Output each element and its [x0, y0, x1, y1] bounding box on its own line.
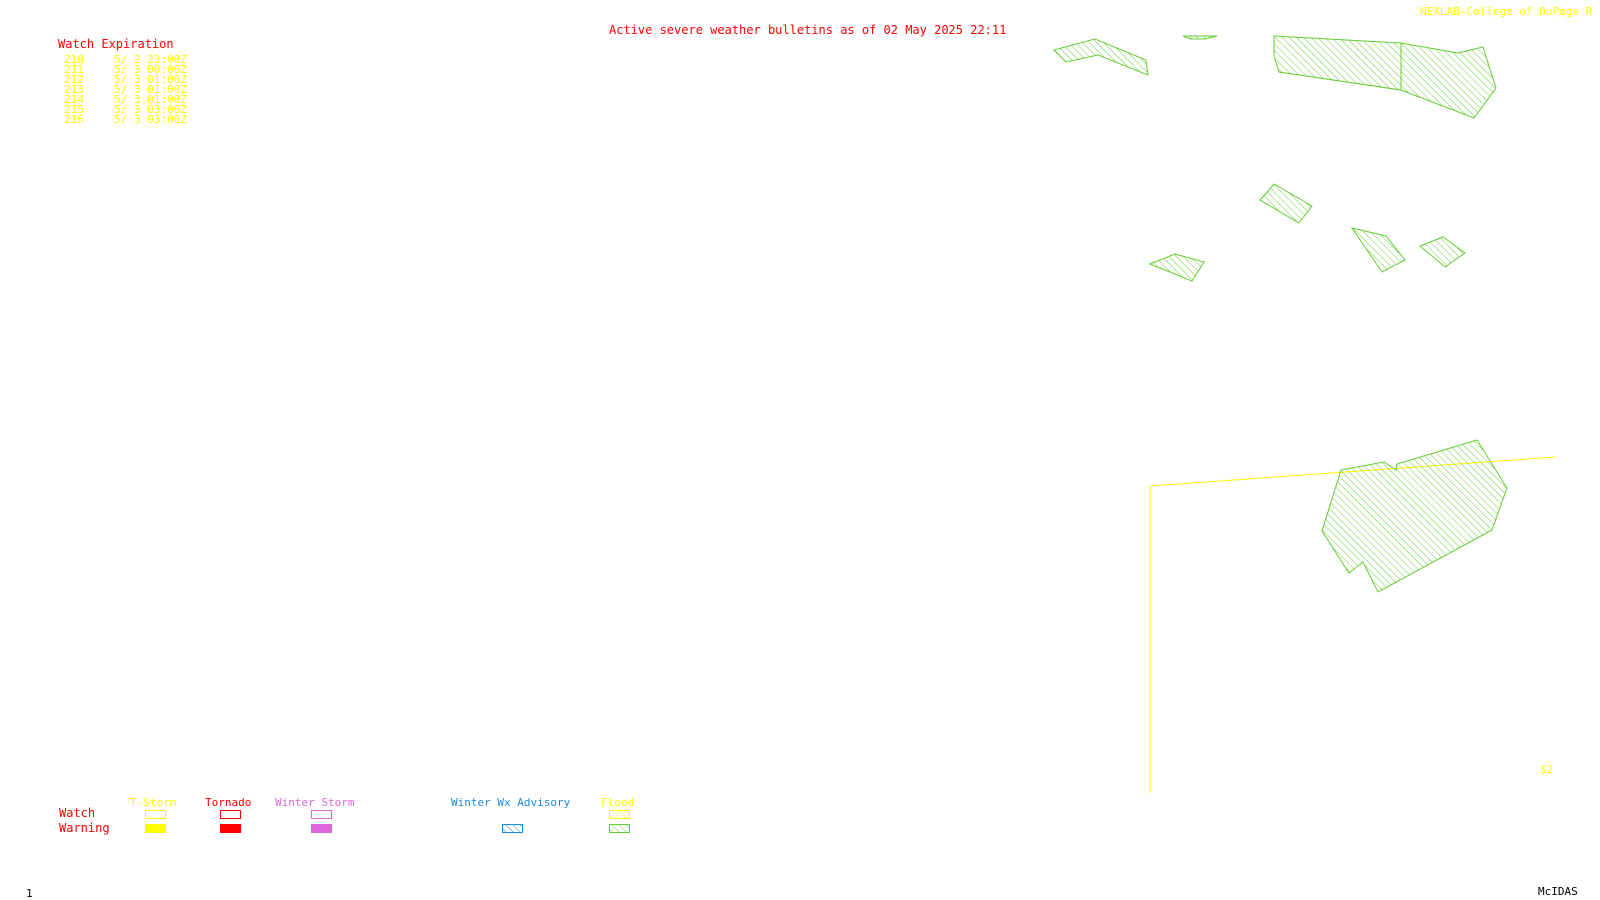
- flood-watch-swatch: [609, 810, 630, 819]
- credit-label: NEXLAB-College of DuPage R: [1420, 5, 1593, 18]
- map-corner-label: $2: [1540, 763, 1554, 776]
- flood-warning-polygon: [1259, 183, 1313, 224]
- watch-row: 216 5/ 3 03:00Z: [64, 113, 187, 126]
- watch-expiration-heading: Watch Expiration: [58, 37, 174, 51]
- winter-wx-advisory-swatch: [502, 824, 523, 833]
- watch-expiry: 5/ 3 01:00Z: [114, 73, 187, 86]
- flood-warning-polygon: [1419, 236, 1466, 268]
- t-storm-watch-swatch: [145, 810, 166, 819]
- legend-row-watch: Watch: [59, 806, 96, 820]
- legend-label-winter-storm: Winter Storm: [275, 796, 355, 809]
- winter-storm-warning-swatch: [311, 824, 332, 833]
- legend-row-warning: Warning: [59, 821, 110, 835]
- flood-warning-polygon: [1148, 253, 1205, 282]
- flood-warning-swatch: [609, 824, 630, 833]
- legend-label-flood: Flood: [601, 796, 635, 809]
- watch-expiry: 5/ 3 01:00Z: [114, 93, 187, 106]
- legend-label-tornado: Tornado: [205, 796, 252, 809]
- watch-expiry: 5/ 3 01:00Z: [114, 83, 187, 96]
- watch-id: 211: [64, 63, 84, 76]
- legend-label-winter-wx-advisory: Winter Wx Advisory: [451, 796, 571, 809]
- flood-warning-polygon: [1182, 35, 1218, 40]
- winter-storm-watch-swatch: [311, 810, 332, 819]
- flood-warning-polygons: [1053, 35, 1508, 593]
- t-storm-warning-swatch: [145, 824, 166, 833]
- watch-id: 214: [64, 93, 84, 106]
- watch-id: 212: [64, 73, 84, 86]
- watch-id: 210: [64, 53, 84, 66]
- watch-expiry: 5/ 3 03:00Z: [114, 103, 187, 116]
- tornado-warning-swatch: [220, 824, 241, 833]
- watch-row: 210 5/ 2 23:00Z: [64, 53, 187, 66]
- watch-row: 214 5/ 3 01:00Z: [64, 93, 187, 106]
- tornado-watch-swatch: [220, 810, 241, 819]
- watch-row: 213 5/ 3 01:00Z: [64, 83, 187, 96]
- watch-expiry: 5/ 3 03:00Z: [114, 113, 187, 126]
- watch-id: 216: [64, 113, 84, 126]
- software-label: McIDAS: [1538, 885, 1578, 898]
- flood-warning-polygon: [1400, 42, 1497, 119]
- watch-row: 215 5/ 3 03:00Z: [64, 103, 187, 116]
- watch-row: 212 5/ 3 01:00Z: [64, 73, 187, 86]
- bulletin-title: Active severe weather bulletins as of 02…: [609, 23, 1007, 37]
- watch-id: 213: [64, 83, 84, 96]
- watch-id: 215: [64, 103, 84, 116]
- legend-label-t-storm: T-Storm: [130, 796, 177, 809]
- watch-row: 211 5/ 3 00:00Z: [64, 63, 187, 76]
- legend-swatches: [145, 810, 630, 833]
- flood-warning-polygon: [1273, 35, 1402, 91]
- frame-number: 1: [26, 887, 33, 900]
- watch-expiry: 5/ 3 00:00Z: [114, 63, 187, 76]
- flood-warning-polygon: [1321, 439, 1508, 593]
- watch-expiry: 5/ 2 23:00Z: [114, 53, 187, 66]
- flood-warning-polygon: [1350, 227, 1406, 273]
- flood-warning-polygon: [1053, 38, 1149, 76]
